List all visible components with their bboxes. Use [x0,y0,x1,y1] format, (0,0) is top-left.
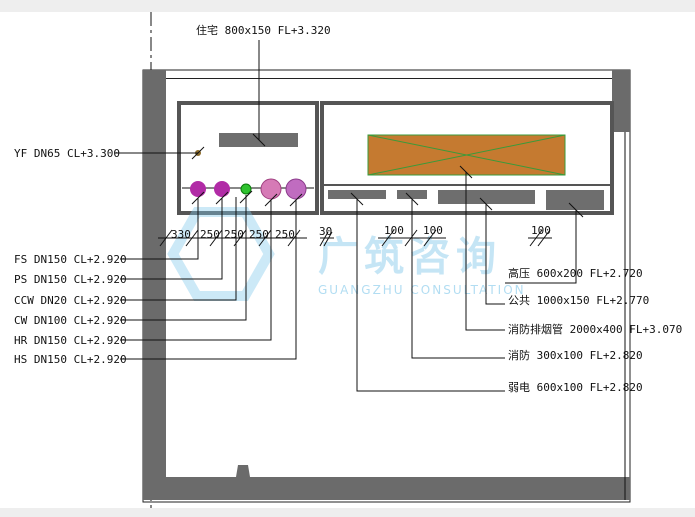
watermark-subtitle: GUANGZHU CONSULTATION [318,283,526,297]
public-duct [438,190,535,204]
ps-label: PS DN150 CL+2.920 [14,273,127,286]
cw-label: CW DN100 CL+2.920 [14,314,127,327]
smoke-exhaust-label: 消防排烟管 2000x400 FL+3.070 [508,322,682,336]
high-voltage-duct [546,190,604,210]
ccw-label: CCW DN20 CL+2.920 [14,294,127,307]
dimension-row: 330 250 250 250 250 30 100 100 100 [158,224,552,247]
dim-250-c: 250 [249,228,269,241]
watermark: 广筑咨询 GUANGZHU CONSULTATION [167,207,526,301]
weak-current-label: 弱电 600x100 FL+2.820 [508,381,643,394]
yf-label: YF DN65 CL+3.300 [14,147,120,160]
high-voltage-label: 高压 600x200 FL+2.720 [508,266,643,280]
ps-pipe [214,181,230,197]
top-callout: 住宅 800x150 FL+3.320 [196,23,331,147]
duct-area [320,101,614,215]
dim-100-c: 100 [531,224,551,237]
dim-100-b: 100 [423,224,443,237]
hs-label: HS DN150 CL+2.920 [14,353,127,366]
dim-330: 330 [171,228,191,241]
hr-pipe [285,178,307,200]
cw-pipe [260,178,282,200]
building-walls [142,69,631,503]
right-callouts: 高压 600x200 FL+2.720 公共 1000x150 FL+2.770… [350,165,682,394]
yf-callout: YF DN65 CL+3.300 [14,146,205,160]
fs-pipe [190,181,206,197]
dim-250-d: 250 [275,228,295,241]
top-strip [0,0,695,12]
ccw-pipe [240,183,252,195]
left-callouts: FS DN150 CL+2.920 PS DN150 CL+2.920 CCW … [14,190,303,366]
watermark-title: 广筑咨询 [318,234,502,280]
residential-label: 住宅 800x150 FL+3.320 [196,23,331,37]
fire-duct [397,190,427,199]
hr-label: HR DN150 CL+2.920 [14,334,127,347]
dim-250-a: 250 [200,228,220,241]
dim-100-a: 100 [384,224,404,237]
pipes [190,150,307,200]
public-label: 公共 1000x150 FL+2.770 [508,294,649,307]
floor-stub [236,465,250,477]
fire-label: 消防 300x100 FL+2.820 [508,348,643,362]
fs-label: FS DN150 CL+2.920 [14,253,127,266]
dim-30: 30 [319,225,332,238]
bottom-strip [0,508,695,517]
weak-current-duct [328,190,386,199]
dim-250-b: 250 [224,228,244,241]
